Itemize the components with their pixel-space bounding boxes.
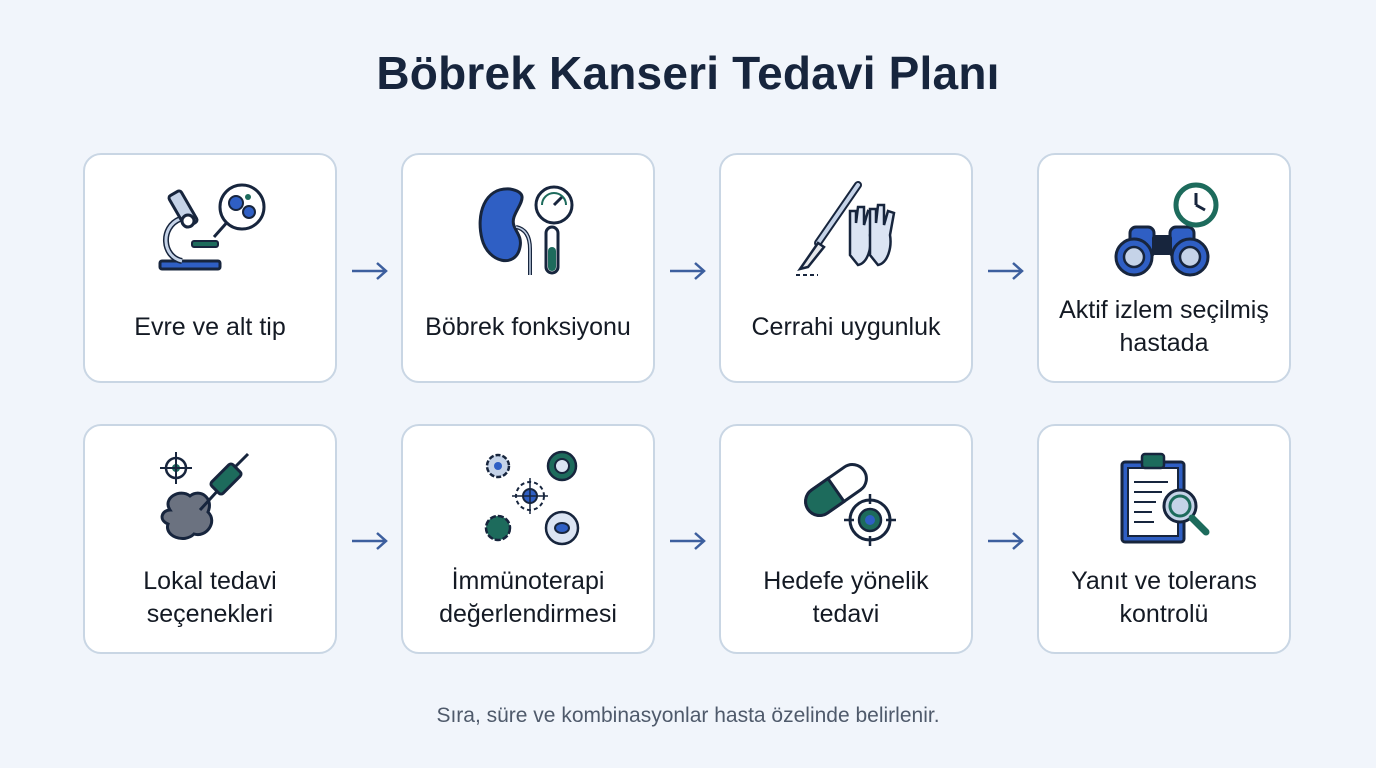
step-label: Cerrahi uygunluk — [751, 312, 941, 341]
immune-cells-icon — [484, 450, 580, 546]
ablation-probe-icon — [160, 452, 250, 540]
step-card: İmmünoterapi değerlendirmesi — [401, 424, 655, 654]
step-card: Aktif izlem seçilmiş hastada — [1037, 153, 1291, 383]
step-label: Hedefe yönelik tedavi — [763, 567, 929, 628]
step-label: Evre ve alt tip — [134, 312, 286, 341]
step-card: Yanıt ve tolerans kontrolü — [1037, 424, 1291, 654]
scalpel-gloves-icon — [796, 181, 896, 276]
arrow-right-icon — [670, 262, 706, 280]
kidney-gauge-icon — [478, 185, 574, 275]
arrow-right-icon — [670, 532, 706, 550]
page-title: Böbrek Kanseri Tedavi Planı — [376, 47, 1000, 99]
arrow-right-icon — [988, 532, 1024, 550]
step-label: İmmünoterapi değerlendirmesi — [439, 567, 617, 628]
step-card: Böbrek fonksiyonu — [401, 153, 655, 383]
arrow-right-icon — [988, 262, 1024, 280]
microscope-icon — [158, 183, 266, 271]
binoculars-clock-icon — [1114, 182, 1219, 277]
capsule-target-icon — [804, 463, 896, 546]
step-label: Aktif izlem seçilmiş hastada — [1059, 296, 1269, 357]
clipboard-magnifier-icon — [1120, 452, 1210, 544]
step-label: Böbrek fonksiyonu — [425, 312, 631, 341]
step-card: Lokal tedavi seçenekleri — [83, 424, 337, 654]
step-card: Cerrahi uygunluk — [719, 153, 973, 383]
step-card: Hedefe yönelik tedavi — [719, 424, 973, 654]
arrow-right-icon — [352, 532, 388, 550]
step-card: Evre ve alt tip — [83, 153, 337, 383]
step-label: Yanıt ve tolerans kontrolü — [1071, 567, 1257, 628]
footnote: Sıra, süre ve kombinasyonlar hasta özeli… — [436, 704, 940, 727]
step-label: Lokal tedavi seçenekleri — [143, 567, 277, 628]
arrow-right-icon — [352, 262, 388, 280]
